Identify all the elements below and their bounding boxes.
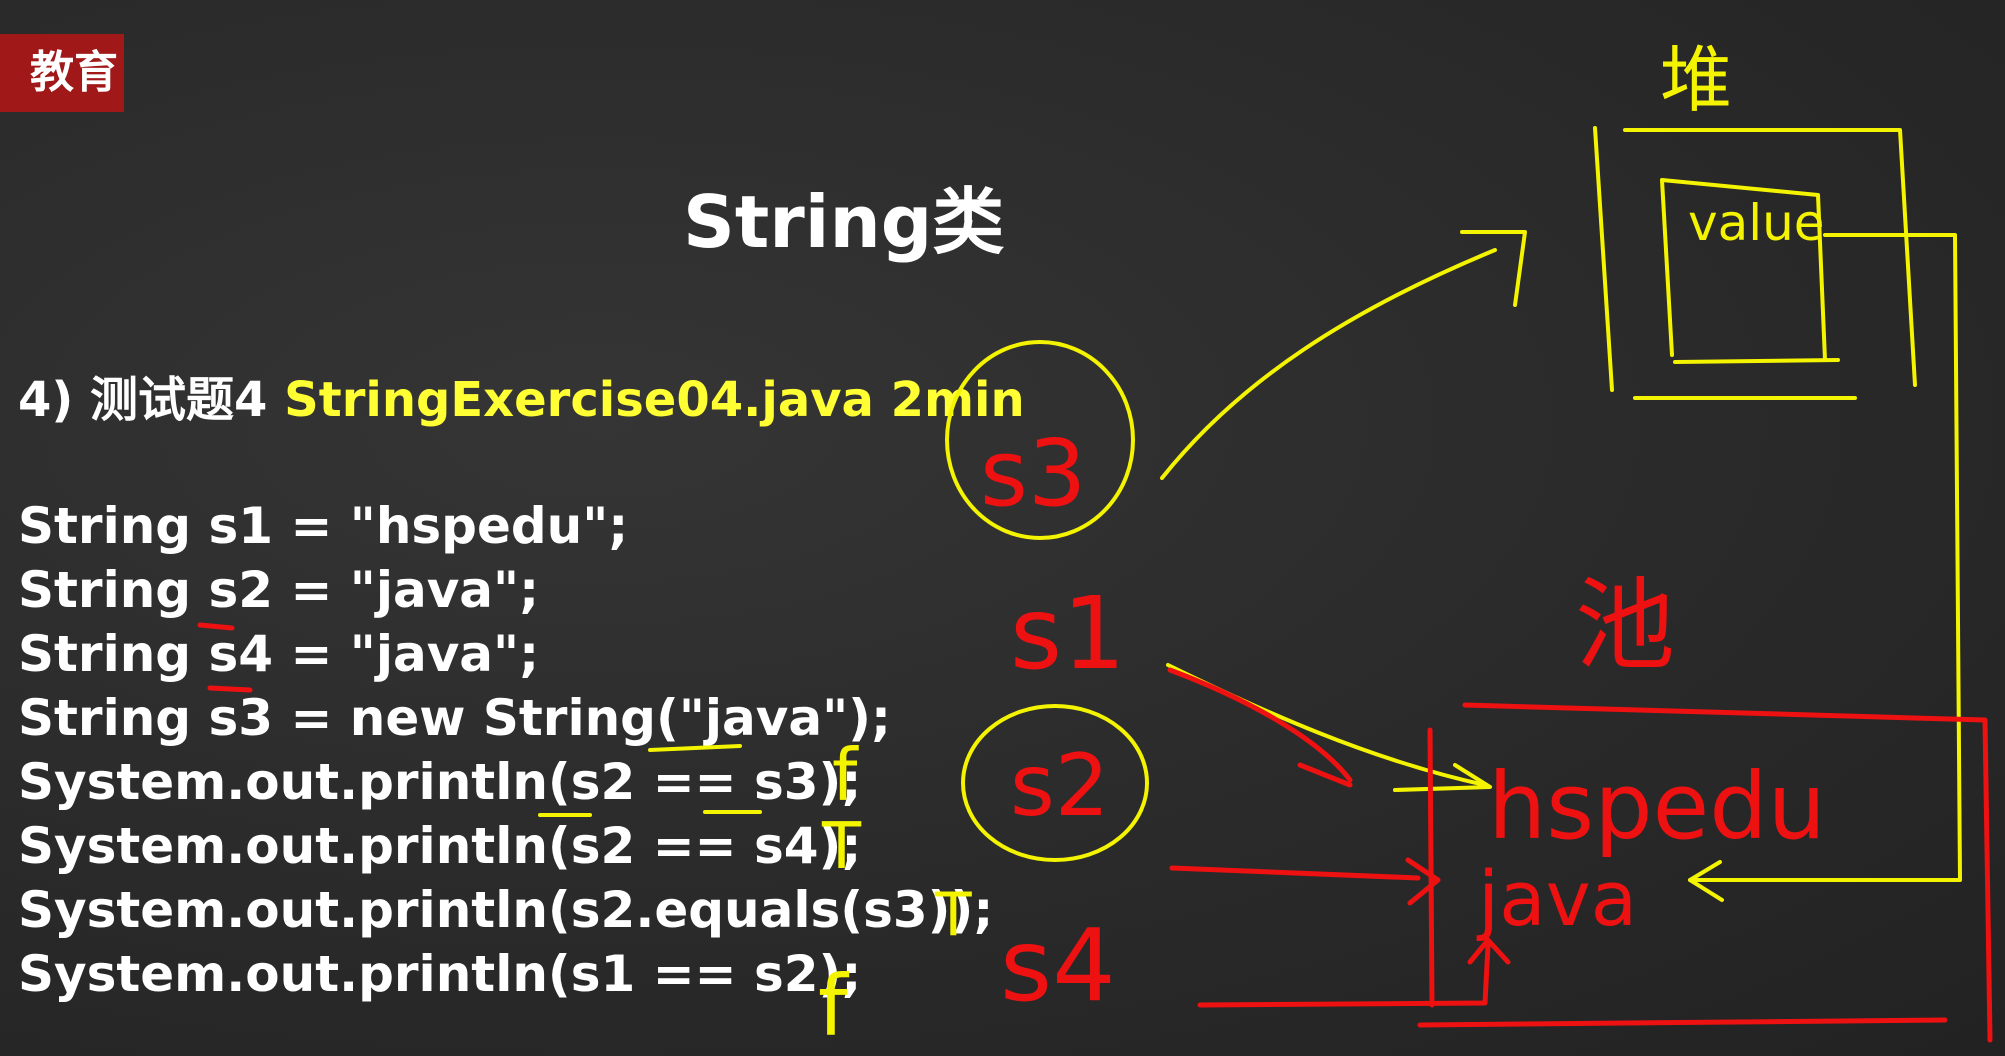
code-line: System.out.println(s2.equals(s3)); bbox=[18, 881, 994, 939]
slide-title: String类 bbox=[683, 180, 1005, 264]
s3-to-heap-arrow bbox=[1160, 248, 1497, 480]
heap-diagram: 堆 value bbox=[1593, 38, 1962, 902]
value-to-pool-pointer bbox=[1688, 233, 1962, 882]
underline-s2 bbox=[197, 622, 235, 631]
s2-arrowhead bbox=[1405, 857, 1441, 906]
pool-entry: hspedu bbox=[1488, 753, 1826, 860]
s3-arrowhead bbox=[1460, 230, 1527, 307]
s1-to-pool-arrow bbox=[1166, 663, 1487, 787]
code-line: String s2 = "java"; bbox=[18, 561, 540, 619]
exercise-file: StringExercise04.java 2min bbox=[284, 372, 1025, 428]
value-box bbox=[1660, 178, 1840, 364]
answers: f T T f bbox=[818, 733, 972, 1055]
s3-reference: s3 bbox=[945, 230, 1527, 540]
s2-circle bbox=[961, 704, 1149, 862]
code-line: System.out.println(s2 == s4); bbox=[18, 817, 862, 875]
brand-logo: 教育 bbox=[0, 34, 124, 112]
exercise-heading: 4) 测试题4 StringExercise04.java 2min bbox=[18, 370, 1025, 430]
answer-mark: T bbox=[934, 880, 972, 950]
code-underlines bbox=[197, 622, 762, 817]
heap-label: 堆 bbox=[1660, 38, 1732, 122]
code-block: String s1 = "hspedu"; String s2 = "java"… bbox=[18, 494, 993, 1006]
s4-label: s4 bbox=[1000, 907, 1116, 1024]
pool-label: 池 bbox=[1575, 567, 1675, 684]
heap-left-edge bbox=[1593, 126, 1614, 392]
s4-reference: s4 bbox=[1000, 907, 1511, 1024]
code-line: String s1 = "hspedu"; bbox=[18, 497, 629, 555]
pool-left-edge bbox=[1427, 727, 1435, 1008]
value-label: value bbox=[1688, 194, 1825, 252]
s4-arrowhead bbox=[1467, 937, 1511, 965]
code-line: System.out.println(s1 == s2); bbox=[18, 945, 862, 1003]
string-pool: 池 hspedu java bbox=[1417, 567, 1993, 1043]
heap-outer-box bbox=[1623, 128, 1917, 387]
pool-top-edge bbox=[1462, 702, 1993, 1043]
pool-entry: java bbox=[1476, 854, 1637, 943]
s4-to-java-arrow bbox=[1197, 942, 1491, 1008]
s2-reference: s2 bbox=[961, 704, 1441, 906]
brand-label: 教育 bbox=[30, 47, 118, 98]
answer-mark: f bbox=[818, 957, 850, 1055]
exercise-prefix: 4) 测试题4 bbox=[18, 372, 285, 428]
pool-bottom-edge bbox=[1417, 1017, 1948, 1028]
s3-circle bbox=[945, 340, 1135, 540]
s1-reference: s1 bbox=[1010, 575, 1492, 792]
s3-label: s3 bbox=[980, 420, 1086, 527]
pointer-arrowhead bbox=[1688, 860, 1724, 902]
code-line: String s3 = new String("java"); bbox=[18, 689, 891, 747]
s1-arrowhead bbox=[1393, 763, 1492, 792]
answer-mark: T bbox=[821, 810, 862, 884]
code-line: System.out.println(s2 == s3); bbox=[18, 753, 862, 811]
s1-label: s1 bbox=[1010, 575, 1126, 692]
code-line: String s4 = "java"; bbox=[18, 625, 540, 683]
s2-to-java-arrow bbox=[1169, 865, 1421, 881]
s1-red-arrow bbox=[1167, 667, 1353, 788]
answer-mark: f bbox=[832, 733, 859, 817]
underline-java bbox=[648, 744, 742, 752]
s2-label: s2 bbox=[1010, 736, 1110, 836]
underline-s4 bbox=[207, 685, 253, 693]
